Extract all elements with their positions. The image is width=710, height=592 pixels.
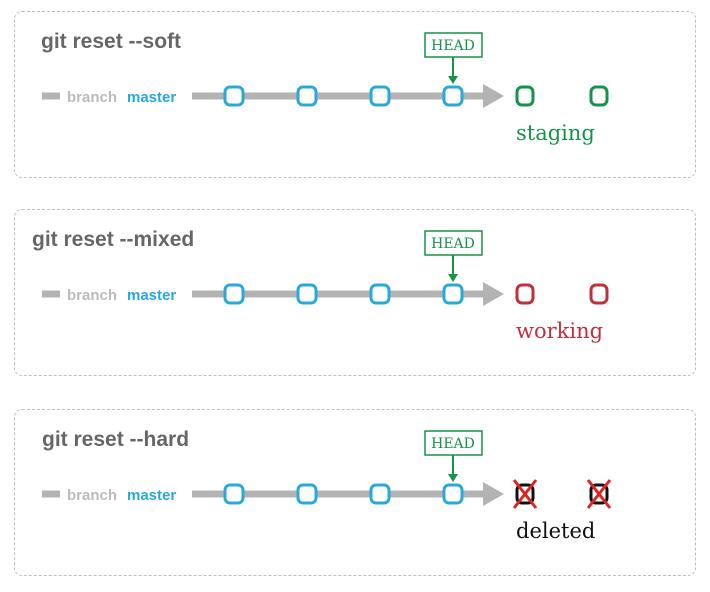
state-label: staging (516, 121, 595, 145)
commit-node (442, 85, 464, 107)
commit-node (223, 483, 245, 505)
state-label: deleted (516, 519, 595, 543)
commit-node (442, 483, 464, 505)
head-box (424, 230, 483, 256)
cross-icon (586, 479, 612, 509)
head-box (424, 430, 483, 456)
staging-node (515, 85, 535, 107)
reset-diagram-soft: branch master HEAD staging (42, 32, 609, 145)
branch-label: branch (67, 287, 117, 304)
commit-node (296, 85, 318, 107)
branch-name: master (127, 287, 176, 304)
branch-name: master (127, 487, 176, 504)
commit-node (369, 483, 391, 505)
staging-node (589, 85, 609, 107)
state-label: working (516, 319, 603, 343)
commit-node (223, 283, 245, 305)
reset-diagram-hard: branch master HEAD deleted (42, 430, 612, 543)
reset-diagram-mixed: branch master HEAD working (42, 230, 609, 343)
head-label: HEAD (431, 38, 475, 54)
commit-node (223, 85, 245, 107)
head-arrow-tip (448, 474, 458, 482)
commit-node (296, 283, 318, 305)
panel-hard: git reset --hard branch master HEAD deleted (14, 409, 696, 576)
branch-name: master (127, 89, 176, 106)
panel-title: git reset --hard (42, 428, 190, 451)
head-arrow-tip (448, 76, 458, 84)
panel-title: git reset --soft (41, 30, 182, 53)
branch-label: branch (67, 89, 117, 106)
panel-title: git reset --mixed (32, 228, 195, 251)
commit-node (369, 283, 391, 305)
head-label: HEAD (431, 236, 475, 252)
head-label: HEAD (431, 436, 475, 452)
head-arrow-tip (448, 274, 458, 282)
timeline-arrowhead (483, 84, 504, 108)
panel-soft: git reset --soft branch master HEAD staging (14, 11, 696, 178)
timeline-arrowhead (483, 282, 504, 306)
working-node (589, 283, 609, 305)
timeline-arrowhead (483, 482, 504, 506)
panel-mixed: git reset --mixed branch master HEAD workin… (14, 209, 696, 376)
commit-node (296, 483, 318, 505)
deleted-node (589, 483, 609, 505)
head-box (424, 32, 483, 58)
working-node (515, 283, 535, 305)
deleted-node (515, 483, 535, 505)
cross-icon (512, 479, 538, 509)
commit-node (442, 283, 464, 305)
branch-label: branch (67, 487, 117, 504)
commit-node (369, 85, 391, 107)
